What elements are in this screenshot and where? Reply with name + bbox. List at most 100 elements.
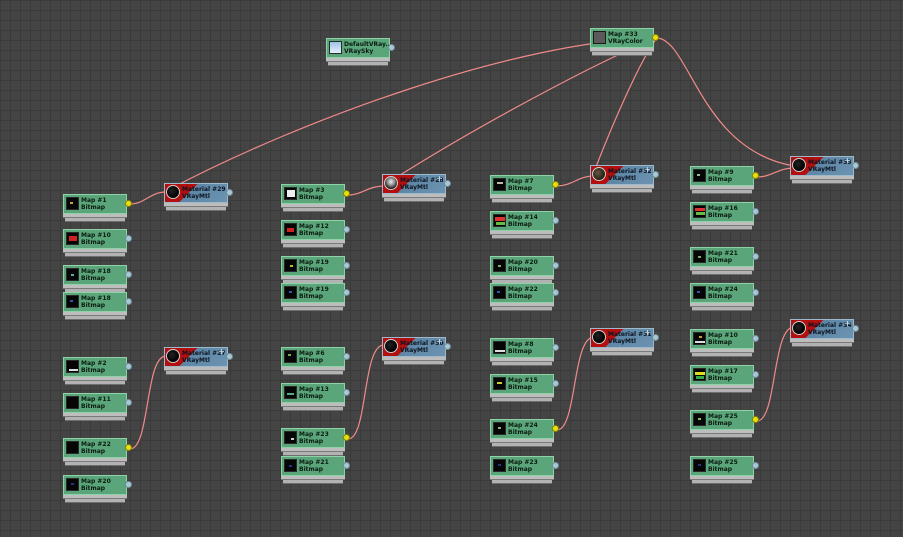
output-port[interactable] (752, 289, 759, 296)
output-port[interactable] (388, 44, 395, 51)
expand-plus-icon[interactable]: + (218, 347, 225, 356)
output-port[interactable] (552, 380, 559, 387)
output-port[interactable] (852, 325, 859, 332)
output-port[interactable] (444, 343, 451, 350)
output-port[interactable] (752, 253, 759, 260)
output-port[interactable] (125, 481, 132, 488)
output-port[interactable] (125, 271, 132, 278)
output-port[interactable] (652, 34, 659, 41)
bitmap-thumbnail (493, 377, 506, 390)
output-port[interactable] (852, 162, 859, 169)
output-port[interactable] (552, 181, 559, 188)
node-vray-color[interactable]: Map #33 VRayColor (590, 28, 659, 56)
wire-color33-mt28 (385, 37, 658, 185)
expand-plus-icon[interactable]: + (644, 165, 651, 174)
output-port[interactable] (125, 444, 132, 451)
output-port[interactable] (125, 235, 132, 242)
expand-plus-icon[interactable]: + (436, 174, 443, 183)
output-port[interactable] (752, 208, 759, 215)
output-port[interactable] (226, 353, 233, 360)
output-port[interactable] (552, 262, 559, 269)
output-port[interactable] (343, 462, 350, 469)
output-port[interactable] (343, 289, 350, 296)
output-port[interactable] (752, 462, 759, 469)
expand-plus-icon[interactable]: + (436, 337, 443, 346)
output-port[interactable] (752, 172, 759, 179)
output-port[interactable] (343, 434, 350, 441)
output-port[interactable] (652, 171, 659, 178)
output-port[interactable] (125, 298, 132, 305)
node-title: Map #6 (299, 350, 325, 357)
output-port[interactable] (343, 262, 350, 269)
output-port[interactable] (552, 344, 559, 351)
output-port[interactable] (343, 190, 350, 197)
output-port[interactable] (752, 371, 759, 378)
node-title: Map #25 (708, 459, 738, 466)
output-port[interactable] (752, 335, 759, 342)
bitmap-thumbnail (693, 250, 706, 263)
expand-plus-icon[interactable]: + (844, 319, 851, 328)
node-type: Bitmap (708, 176, 733, 183)
node-vray-sky[interactable]: DefaultVRay... VRaySky (326, 38, 395, 66)
node-title: Material #27 (182, 350, 226, 357)
output-port[interactable] (125, 363, 132, 370)
node-type: Bitmap (508, 466, 533, 473)
output-port[interactable] (552, 289, 559, 296)
output-port[interactable] (343, 353, 350, 360)
output-port[interactable] (125, 399, 132, 406)
output-port[interactable] (125, 200, 132, 207)
output-port[interactable] (343, 389, 350, 396)
output-port[interactable] (226, 189, 233, 196)
expand-plus-icon[interactable]: + (844, 156, 851, 165)
output-port[interactable] (552, 217, 559, 224)
output-port[interactable] (652, 334, 659, 341)
bitmap-thumbnail (693, 286, 706, 299)
output-port[interactable] (752, 416, 759, 423)
expand-plus-icon[interactable]: + (644, 328, 651, 337)
output-port[interactable] (552, 425, 559, 432)
output-port[interactable] (444, 180, 451, 187)
output-port[interactable] (552, 462, 559, 469)
output-port[interactable] (343, 226, 350, 233)
